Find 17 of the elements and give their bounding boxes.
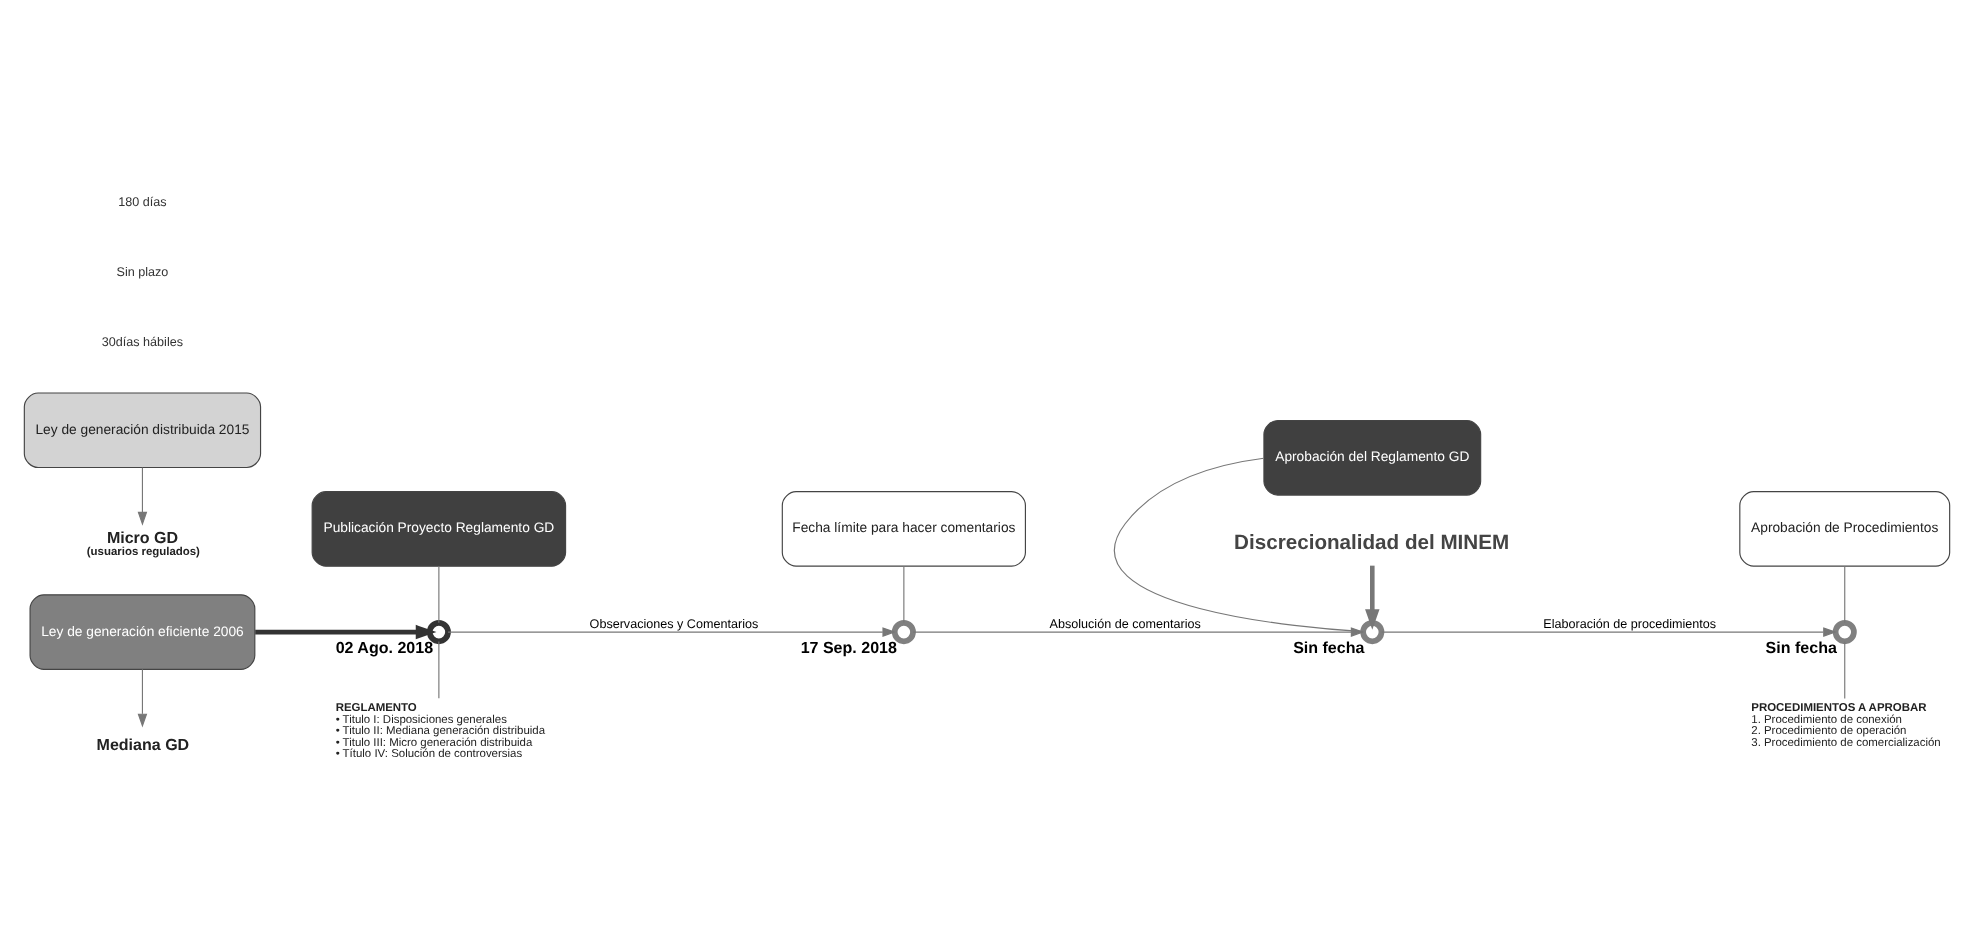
arrow — [254, 624, 436, 640]
connector — [437, 565, 439, 624]
node-text: Discrecionalidad del MINEM — [1233, 532, 1509, 555]
connector — [902, 565, 904, 624]
arrow — [1364, 565, 1379, 630]
connector — [1843, 565, 1845, 624]
arrow — [1380, 627, 1836, 637]
node-circle — [1831, 620, 1856, 645]
connector — [1843, 640, 1845, 700]
arrow — [136, 467, 147, 526]
node-circle — [890, 620, 915, 645]
node-circle — [425, 620, 450, 645]
node-circle — [1359, 620, 1384, 645]
connector — [437, 640, 439, 699]
arrow — [446, 627, 896, 637]
arrow — [136, 668, 147, 728]
connector — [1113, 457, 1363, 633]
